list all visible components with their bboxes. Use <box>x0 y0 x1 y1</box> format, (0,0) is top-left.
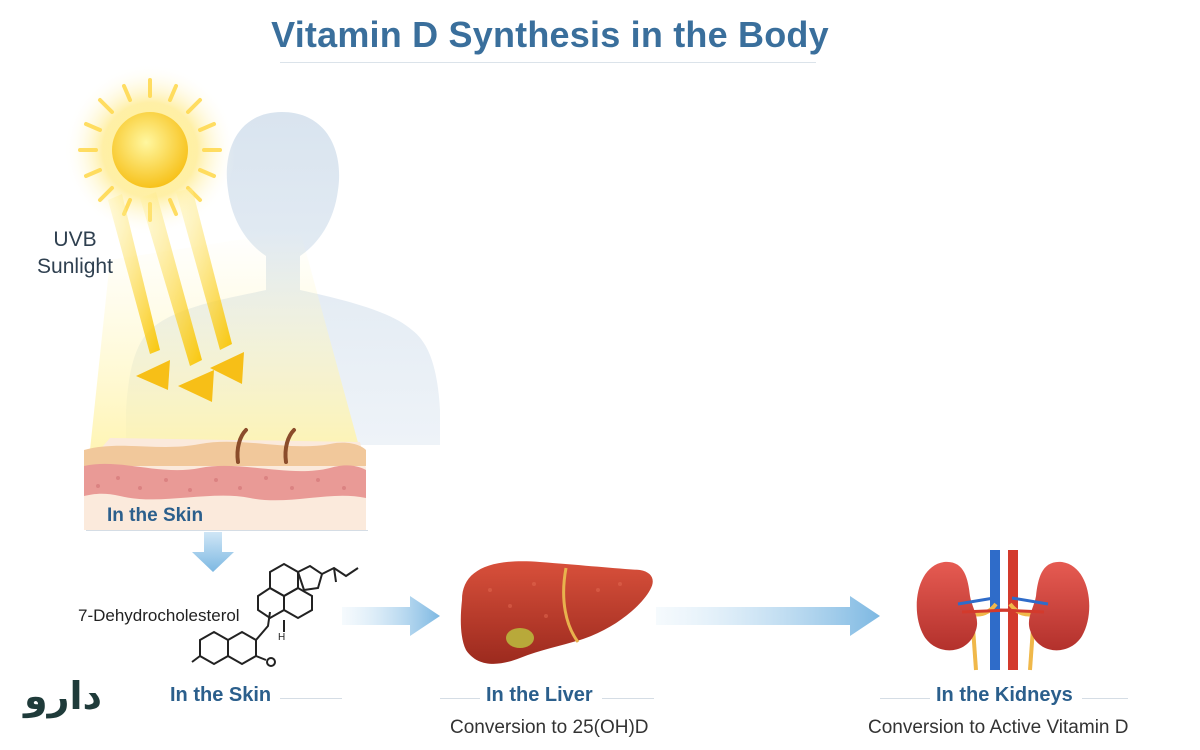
uvb-label-line1: UVB <box>53 228 97 251</box>
skin-layer <box>84 428 366 530</box>
stage-skin-label: In the Skin <box>170 684 272 706</box>
uvb-label-line2: Sunlight <box>37 255 113 278</box>
flow-arrow-icon <box>192 532 234 572</box>
liver-icon <box>460 561 653 664</box>
stage-kidneys-divider-left <box>880 698 930 699</box>
flow-arrow-icon <box>656 596 880 636</box>
skin-section-divider <box>86 530 368 531</box>
stage-liver-divider-right <box>602 698 654 699</box>
molecule-icon: H <box>191 562 359 667</box>
kidney-icon <box>916 550 1090 671</box>
stage-kidneys-label: In the Kidneys <box>936 684 1073 706</box>
page-title: Vitamin D Synthesis in the Body <box>271 14 829 55</box>
stage-liver-description: Conversion to 25(OH)D <box>450 717 649 738</box>
molecule-label: 7-Dehydrocholesterol <box>78 606 240 625</box>
brand-logo: دارو <box>24 676 103 718</box>
stage-kidneys-divider-right <box>1082 698 1128 699</box>
stage-liver-divider-left <box>440 698 480 699</box>
flow-arrow-icon <box>342 596 440 636</box>
svg-text:H: H <box>278 632 285 643</box>
stage-kidneys-description: Conversion to Active Vitamin D <box>868 717 1129 738</box>
uvb-beams <box>108 188 244 402</box>
stage-liver-label: In the Liver <box>486 684 593 706</box>
stage-skin-divider <box>280 698 342 699</box>
title-divider <box>280 62 816 63</box>
uvb-sunlight-label: UVB Sunlight <box>30 226 120 280</box>
skin-section-label: In the Skin <box>107 505 204 526</box>
